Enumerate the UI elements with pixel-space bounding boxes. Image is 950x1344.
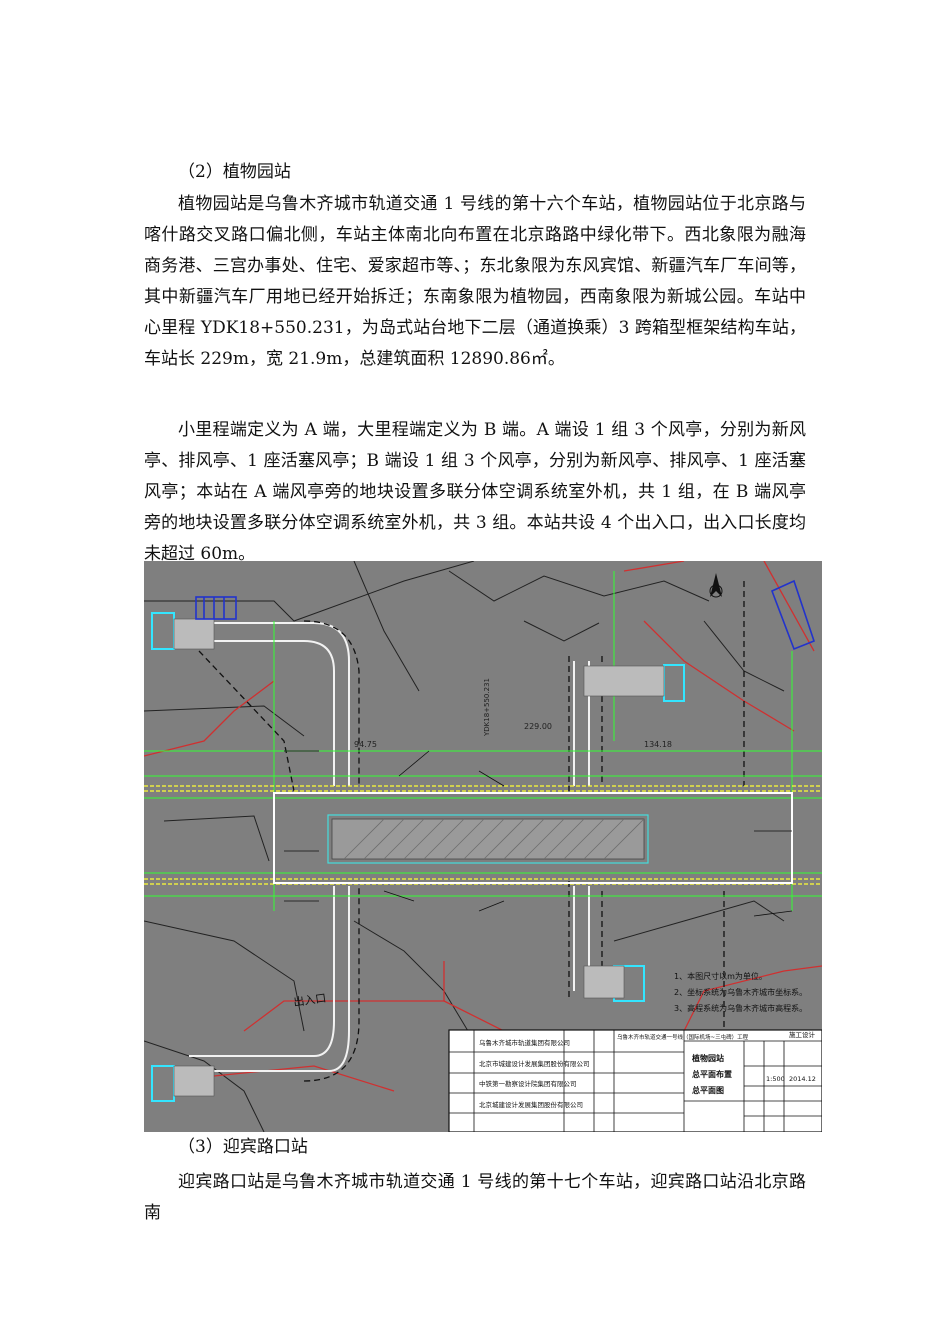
chainage-label: YDK18+550.231 [483, 678, 491, 737]
yingbinlukou-description-paragraph: 迎宾路口站是乌鲁木齐城市轨道交通 1 号线的第十七个车站，迎宾路口站沿北京路南 [144, 1172, 806, 1223]
dimension-right-label: 134.18 [644, 740, 672, 749]
section-heading-zhiwuyuan: （2）植物园站 [178, 162, 291, 182]
title-block: 乌鲁木齐城市轨道集团有限公司 北京市城建设计发展集团股份有限公司 中铁第一勘察设… [448, 1029, 822, 1132]
drawing-note-1: 1、本图尺寸以m为单位。 [674, 971, 767, 981]
title-co-unit-2: 北京城建设计发展集团股份有限公司 [479, 1100, 583, 1109]
drawing-note-2: 2、坐标系统为乌鲁木齐城市坐标系。 [674, 987, 807, 997]
title-sheet-1: 植物园站 [691, 1053, 724, 1063]
dimension-left-label: 94.75 [354, 740, 377, 749]
north-arrow-icon [709, 573, 723, 598]
area-label: 出入口 [292, 991, 327, 1009]
station-description-paragraph: 植物园站是乌鲁木齐城市轨道交通 1 号线的第十六个车站，植物园站位于北京路与喀什… [144, 194, 806, 369]
title-design-unit: 北京市城建设计发展集团股份有限公司 [479, 1059, 590, 1068]
station-site-plan-drawing: 94.75 134.18 229.00 YDK18+550.231 出入口 1、… [144, 561, 822, 1132]
title-stage: 施工设计 [789, 1030, 816, 1039]
title-scale: 1:500 [766, 1075, 785, 1083]
dimension-top-label: 229.00 [524, 722, 552, 731]
title-sheet-2: 总平面布置 [692, 1069, 732, 1079]
section-heading-yingbinlukou: （3）迎宾路口站 [178, 1137, 308, 1157]
drawing-note-3: 3、高程系统为乌鲁木齐城市高程系。 [674, 1003, 807, 1013]
title-owner: 乌鲁木齐城市轨道集团有限公司 [479, 1038, 570, 1047]
ventilation-description-paragraph: 小里程端定义为 A 端，大里程端定义为 B 端。A 端设 1 组 3 个风亭，分… [144, 420, 806, 564]
title-sheet-3: 总平面图 [692, 1085, 724, 1095]
title-project: 乌鲁木齐市轨道交通一号线（国际机场~三屯碑）工程 [617, 1033, 749, 1041]
title-date: 2014.12 [789, 1075, 816, 1083]
title-co-unit-1: 中铁第一勘察设计院集团有限公司 [479, 1079, 577, 1088]
